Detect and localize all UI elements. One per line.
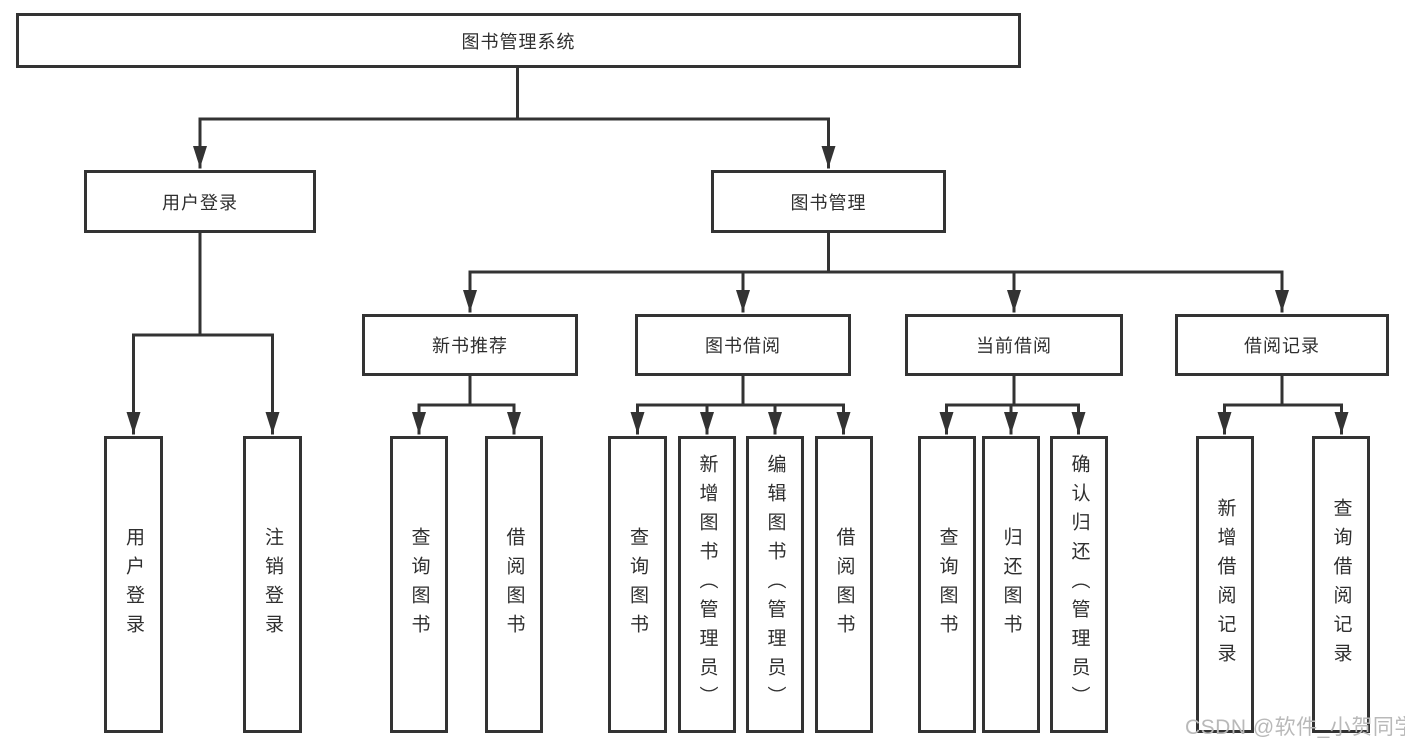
leaf-br-add-record: 新增借阅记录: [1196, 436, 1254, 733]
leaf-bb-add-books-admin-label: 新增图书（管理员）: [696, 454, 718, 715]
csdn-watermark: CSDN @软件_小贺同学: [1185, 711, 1405, 741]
leaf-br-query-record: 查询借阅记录: [1312, 436, 1370, 733]
leaf-cb-query-books-label: 查询图书: [936, 526, 958, 643]
node-root-label: 图书管理系统: [461, 31, 576, 52]
node-book-management: 图书管理: [711, 170, 946, 233]
node-book-borrow: 图书借阅: [635, 314, 851, 376]
leaf-bb-query-books-label: 查询图书: [627, 526, 648, 643]
node-user-login: 用户登录: [84, 170, 316, 233]
leaf-bb-borrow-books-label: 借阅图书: [833, 526, 855, 643]
leaf-bb-query-books: 查询图书: [608, 436, 667, 733]
node-current-borrow: 当前借阅: [905, 314, 1123, 376]
leaf-cb-confirm-return-admin-label: 确认归还（管理员）: [1068, 454, 1090, 715]
node-book-borrow-label: 图书借阅: [705, 336, 781, 356]
leaf-nb-borrow-books-label: 借阅图书: [503, 526, 525, 643]
leaf-br-add-record-label: 新增借阅记录: [1214, 497, 1236, 672]
csdn-watermark-text: CSDN @软件_小贺同学: [1185, 716, 1405, 739]
leaf-cb-return-books: 归还图书: [982, 436, 1040, 733]
node-user-login-label: 用户登录: [162, 192, 238, 213]
leaf-user-login: 用户登录: [104, 436, 163, 733]
leaf-cb-return-books-label: 归还图书: [1000, 526, 1022, 643]
leaf-cb-confirm-return-admin: 确认归还（管理员）: [1050, 436, 1108, 733]
node-borrow-records-label: 借阅记录: [1244, 336, 1320, 356]
leaf-bb-add-books-admin: 新增图书（管理员）: [678, 436, 736, 733]
node-new-books-label: 新书推荐: [432, 336, 508, 356]
node-book-management-label: 图书管理: [790, 192, 867, 213]
node-new-books: 新书推荐: [362, 314, 578, 376]
leaf-nb-query-books-label: 查询图书: [408, 526, 430, 643]
leaf-cb-query-books: 查询图书: [918, 436, 976, 733]
connector-group: [126, 66, 1349, 435]
leaf-logout: 注销登录: [243, 436, 302, 733]
leaf-bb-borrow-books: 借阅图书: [815, 436, 873, 733]
leaf-bb-edit-books-admin: 编辑图书（管理员）: [746, 436, 804, 733]
node-borrow-records: 借阅记录: [1175, 314, 1389, 376]
leaf-user-login-label: 用户登录: [123, 526, 144, 643]
leaf-logout-label: 注销登录: [262, 526, 283, 643]
leaf-nb-borrow-books: 借阅图书: [485, 436, 543, 733]
leaf-br-query-record-label: 查询借阅记录: [1330, 497, 1352, 672]
node-current-borrow-label: 当前借阅: [976, 336, 1052, 356]
leaf-bb-edit-books-admin-label: 编辑图书（管理员）: [764, 454, 786, 715]
leaf-nb-query-books: 查询图书: [390, 436, 448, 733]
node-root: 图书管理系统: [16, 13, 1021, 68]
